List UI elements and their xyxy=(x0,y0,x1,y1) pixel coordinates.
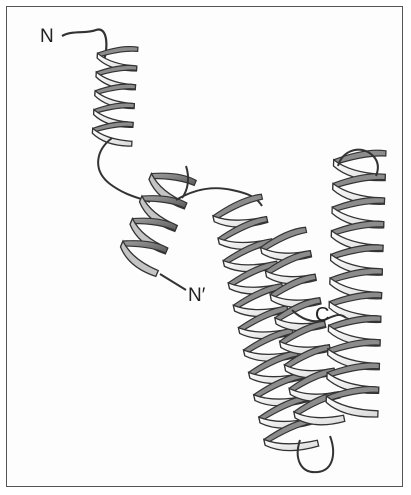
n-terminus-label: N xyxy=(40,26,54,47)
helix-1 xyxy=(92,47,138,147)
helix-back-strand xyxy=(97,47,138,58)
n-prime-label: N′ xyxy=(188,285,206,306)
helix-back-strand xyxy=(213,194,263,221)
c-terminus-label: C xyxy=(315,304,329,326)
helix-front-strand xyxy=(264,439,319,450)
loop-1 xyxy=(98,138,150,202)
helix-5 xyxy=(326,150,386,417)
n-prime-line xyxy=(160,274,186,290)
helix-2 xyxy=(120,173,196,276)
